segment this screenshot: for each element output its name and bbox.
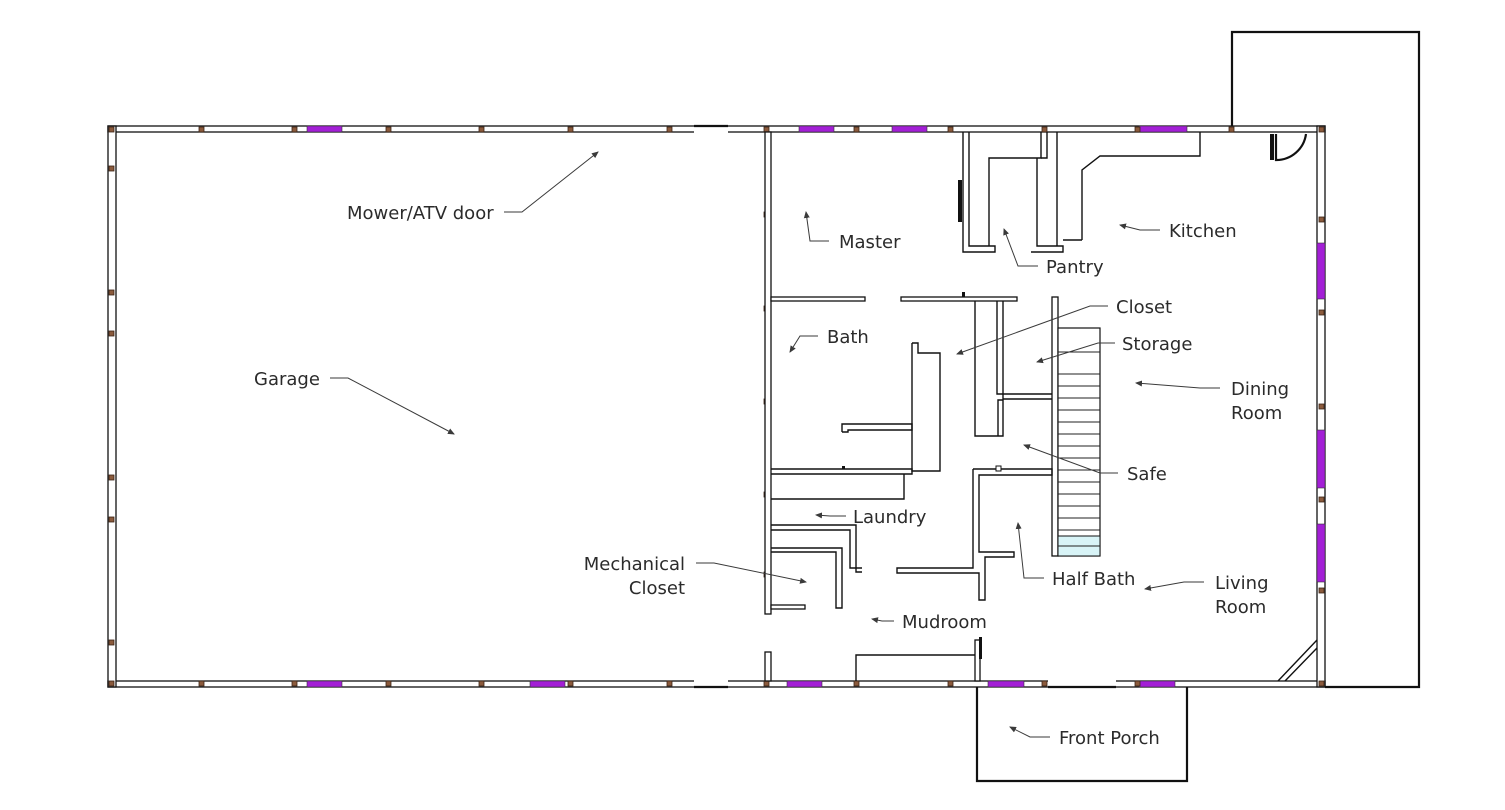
leader-mower-door	[504, 151, 599, 213]
leader-garage	[330, 377, 455, 435]
posts	[108, 126, 1325, 687]
label-kitchen: Kitchen	[1169, 221, 1237, 242]
label-laundry: Laundry	[853, 507, 927, 528]
label-living-room-line2: Room	[1215, 597, 1266, 618]
interior-walls	[764, 131, 1318, 682]
front-porch-outline	[975, 687, 1189, 783]
label-half-bath: Half Bath	[1052, 569, 1135, 590]
label-front-porch: Front Porch	[1059, 728, 1160, 749]
leader-half-bath	[1015, 522, 1044, 579]
label-dining-room-line1: Dining	[1231, 379, 1289, 400]
label-mechanical-closet-line2: Closet	[629, 578, 685, 599]
label-garage: Garage	[254, 369, 320, 390]
leader-laundry	[815, 512, 846, 519]
exterior-walls	[107, 124, 1326, 689]
room-labels: Mower/ATV door Garage Master Pantry Kitc…	[254, 203, 1289, 749]
leader-kitchen	[1119, 223, 1160, 231]
label-storage: Storage	[1122, 334, 1192, 355]
label-safe: Safe	[1127, 464, 1167, 485]
leader-mechanical	[696, 562, 807, 584]
windows	[306, 125, 1326, 688]
staircase	[1057, 327, 1101, 557]
label-mower-atv-door: Mower/ATV door	[347, 203, 494, 224]
leader-mudroom	[871, 617, 894, 624]
label-dining-room-line2: Room	[1231, 403, 1282, 424]
leader-dining	[1135, 380, 1220, 389]
east-annex-outline	[1230, 30, 1421, 689]
leader-lines	[330, 151, 1220, 738]
label-bath: Bath	[827, 327, 869, 348]
label-pantry: Pantry	[1046, 257, 1104, 278]
leader-storage	[1036, 342, 1115, 364]
label-master: Master	[839, 232, 901, 253]
leader-closet	[956, 305, 1108, 355]
label-closet: Closet	[1116, 297, 1172, 318]
leader-pantry	[1003, 228, 1038, 267]
label-mechanical-closet-line1: Mechanical	[584, 554, 685, 575]
leader-front-porch	[1009, 726, 1050, 738]
leader-safe	[1023, 444, 1118, 474]
leader-living	[1144, 581, 1204, 591]
leader-master	[803, 211, 829, 242]
leader-bath	[789, 335, 818, 353]
label-living-room-line1: Living	[1215, 573, 1269, 594]
label-mudroom: Mudroom	[902, 612, 987, 633]
